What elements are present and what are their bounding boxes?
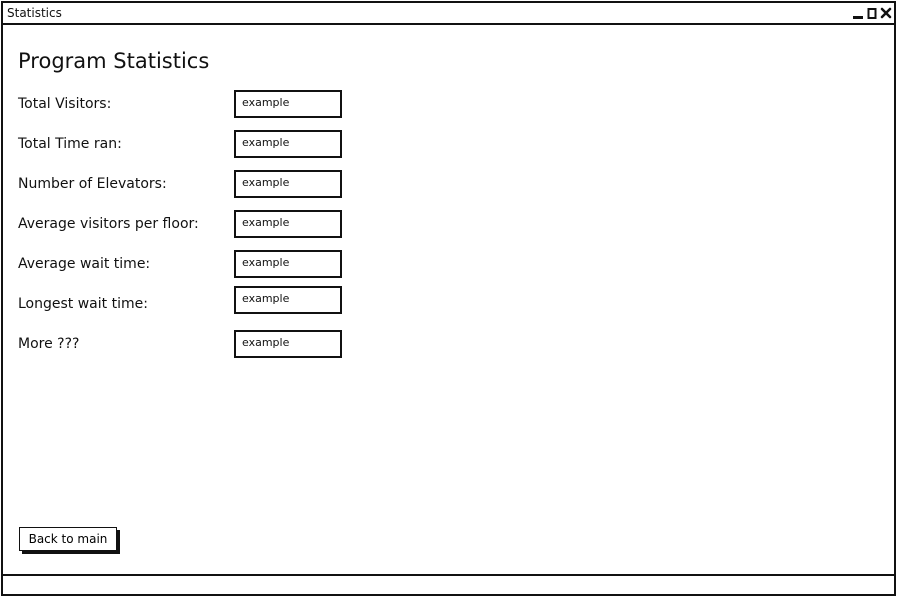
- title-bar: Statistics: [3, 3, 894, 25]
- window-title: Statistics: [7, 6, 62, 20]
- status-bar: [3, 574, 894, 594]
- longest-wait-time-field[interactable]: example: [234, 286, 342, 314]
- more-field[interactable]: example: [234, 330, 342, 358]
- average-visitors-field[interactable]: example: [234, 210, 342, 238]
- window-controls: [852, 5, 892, 21]
- average-wait-time-field[interactable]: example: [234, 250, 342, 278]
- total-time-label: Total Time ran:: [18, 136, 122, 152]
- number-of-elevators-label: Number of Elevators:: [18, 176, 167, 192]
- average-wait-time-label: Average wait time:: [18, 256, 151, 272]
- more-label: More ???: [18, 336, 80, 352]
- longest-wait-time-label: Longest wait time:: [18, 296, 148, 312]
- total-visitors-field[interactable]: example: [234, 90, 342, 118]
- total-time-field[interactable]: example: [234, 130, 342, 158]
- back-to-main-button[interactable]: Back to main: [19, 527, 117, 551]
- page-title: Program Statistics: [18, 49, 210, 73]
- average-visitors-label: Average visitors per floor:: [18, 216, 199, 232]
- minimize-icon[interactable]: [852, 6, 864, 20]
- number-of-elevators-field[interactable]: example: [234, 170, 342, 198]
- total-visitors-label: Total Visitors:: [18, 96, 112, 112]
- maximize-icon[interactable]: [866, 6, 878, 20]
- close-icon[interactable]: [880, 6, 892, 20]
